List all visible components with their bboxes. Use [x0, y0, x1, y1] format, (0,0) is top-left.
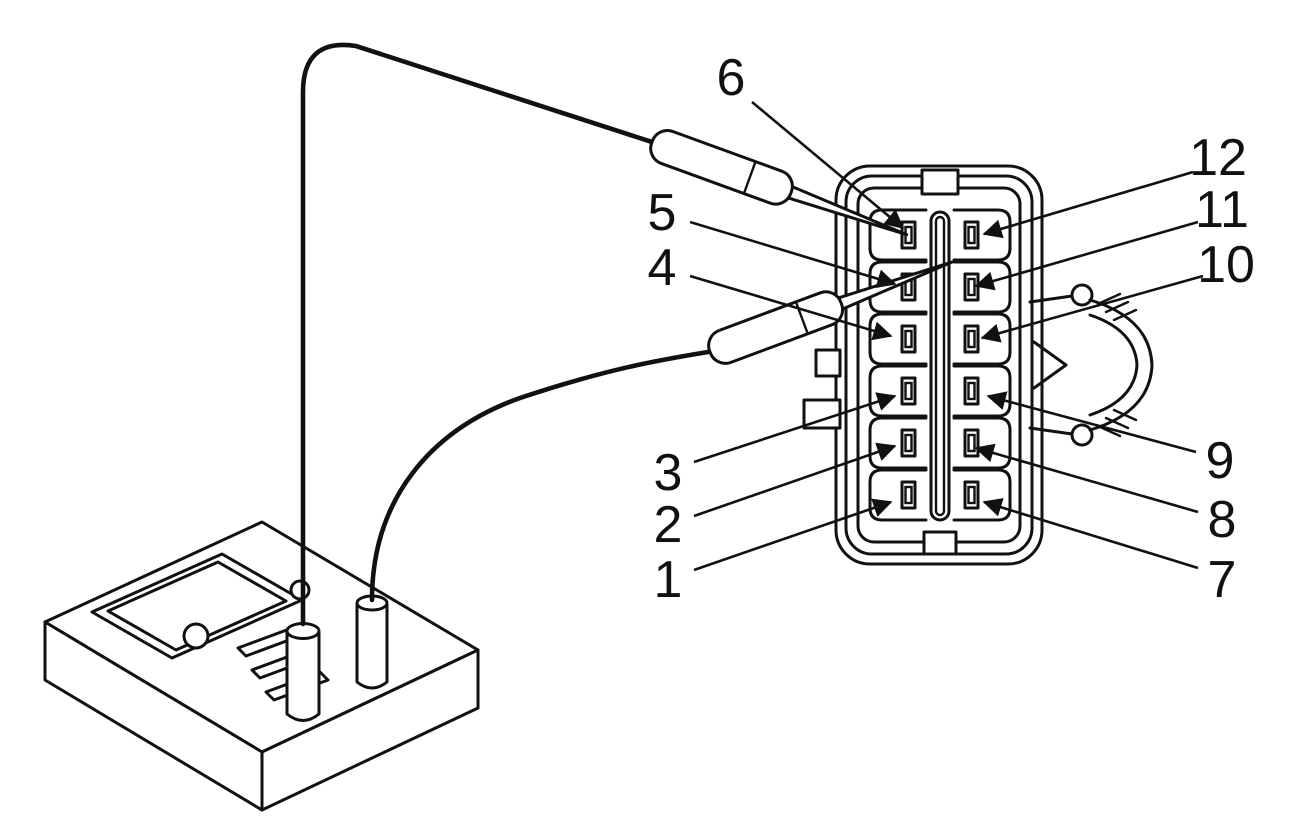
pin-3-leader — [693, 392, 897, 464]
pin-2-leader — [693, 442, 897, 518]
pin-2 — [868, 416, 928, 470]
multimeter-jack-right — [355, 594, 389, 690]
pin-label-8: 8 — [1208, 491, 1237, 549]
connector-center-rib — [929, 210, 951, 522]
pin-label-10: 10 — [1197, 236, 1255, 294]
pin-label-9: 9 — [1206, 432, 1235, 490]
pin-4-leader — [689, 274, 893, 341]
pin-label-5: 5 — [648, 184, 677, 242]
connector-bottom-key — [922, 530, 958, 556]
test-lead-wire-2 — [369, 349, 711, 603]
multimeter-small-hole — [289, 579, 311, 601]
pin-11-leader — [974, 220, 1199, 291]
pin-7-leader — [982, 498, 1199, 570]
pin-10-leader — [980, 274, 1204, 343]
pin-label-1: 1 — [654, 551, 683, 609]
pin-8 — [952, 416, 1012, 470]
pin-1-leader — [693, 498, 893, 572]
pin-7 — [952, 468, 1012, 522]
pin-8-leader — [974, 443, 1199, 514]
pin-leader-lines — [689, 101, 1204, 572]
pin-label-6: 6 — [717, 49, 746, 107]
multimeter — [43, 520, 480, 812]
probe-1-body — [649, 129, 794, 206]
pin-5-leader — [689, 220, 897, 289]
pin-10 — [952, 312, 1012, 366]
multimeter-right-face — [260, 648, 480, 812]
probe-2-body — [707, 290, 845, 365]
multimeter-display-screen — [106, 560, 288, 652]
pin-number-labels: 6 5 4 3 2 1 12 11 10 9 8 7 — [648, 49, 1255, 609]
pin-4 — [868, 312, 928, 366]
pin-label-12: 12 — [1189, 129, 1247, 187]
pin-9-leader — [986, 391, 1197, 454]
pin-12-leader — [982, 170, 1194, 239]
test-probe-1 — [649, 129, 909, 237]
test-lead-wire-1 — [300, 42, 655, 627]
pin-label-11: 11 — [1195, 181, 1249, 239]
pin-1 — [868, 468, 928, 522]
connector-top-key — [920, 168, 960, 196]
pin-6 — [868, 208, 928, 262]
connector-center-rib-inner — [934, 215, 946, 517]
multimeter-jack-left — [285, 622, 321, 722]
connector-12-pin — [802, 164, 1154, 566]
connector-left-tab — [814, 348, 842, 378]
connector-latch — [1028, 283, 1154, 447]
pin-9 — [952, 364, 1012, 418]
pin-label-7: 7 — [1208, 551, 1237, 609]
pin-label-4: 4 — [648, 239, 677, 297]
pin-3 — [868, 364, 928, 418]
pin-12 — [952, 208, 1012, 262]
pin-6-leader — [751, 101, 905, 229]
pin-label-2: 2 — [654, 496, 683, 554]
multimeter-dial-hole — [182, 622, 210, 650]
pin-label-3: 3 — [654, 444, 683, 502]
